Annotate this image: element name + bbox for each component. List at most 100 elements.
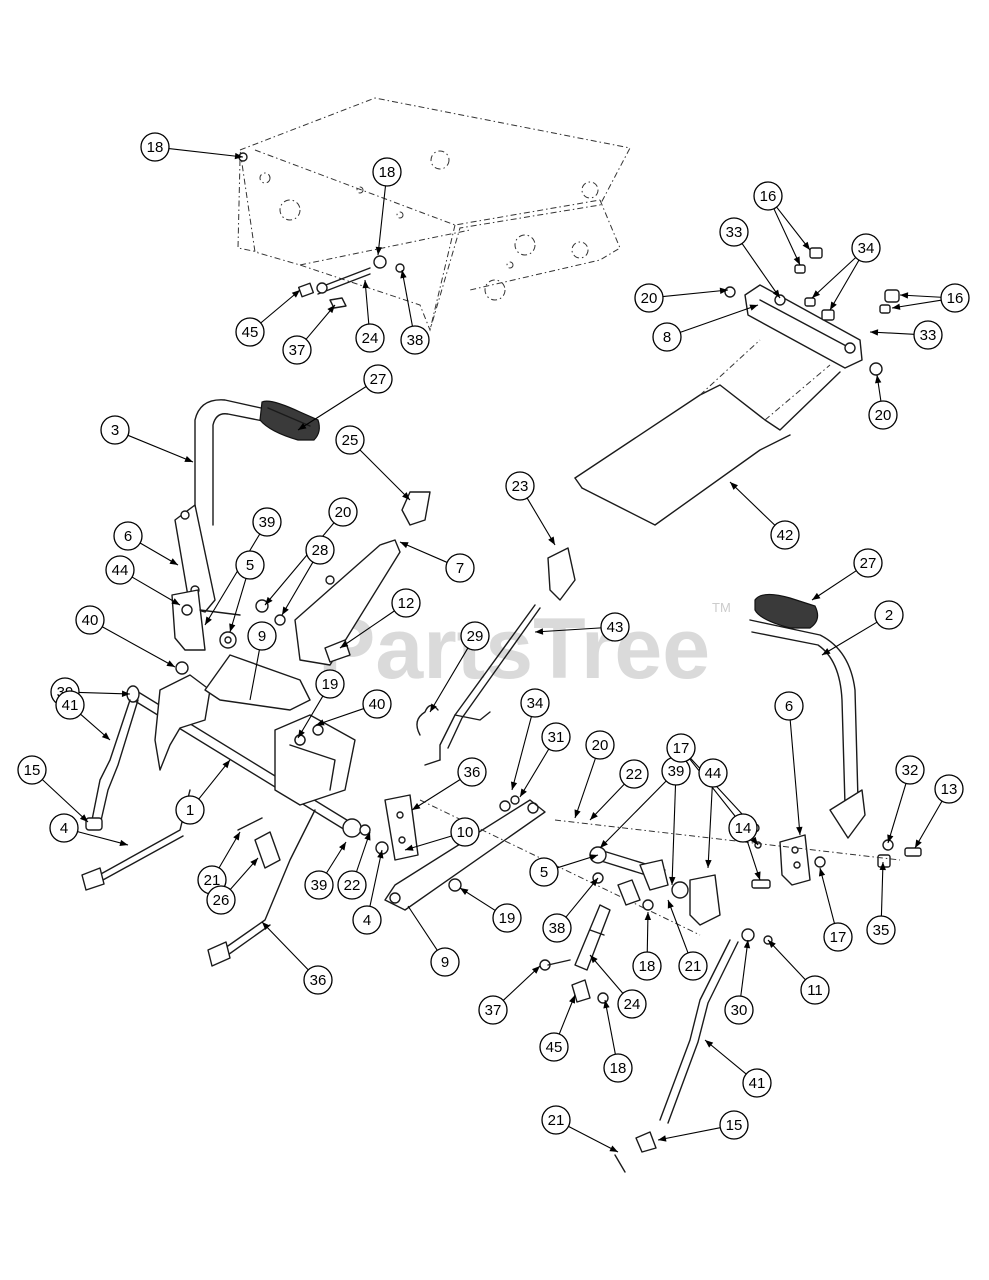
leader-line [261,921,309,971]
callout-24: 24 [617,989,647,1019]
leader-line [411,779,461,811]
callout-38: 38 [400,325,430,355]
callout-36: 36 [303,965,333,995]
callout-number: 21 [204,872,221,889]
lower-right-assembly [539,846,773,1173]
leader-line [604,999,616,1055]
callout-number: 19 [499,910,516,927]
leader-line [377,185,387,256]
leader-arrowhead [830,301,837,310]
callout-circle [400,325,430,355]
callout-number: 22 [344,877,361,894]
callout-31: 31 [541,722,571,752]
callout-number: 24 [362,330,379,347]
callout-circle [853,548,883,578]
leader-arrowhead [405,844,414,851]
callout-number: 33 [726,224,743,241]
callout-number: 20 [335,504,352,521]
callout-circle [719,217,749,247]
leader-arrowhead [233,832,240,841]
callout-circle [49,813,79,843]
leader-arrowhead [667,900,674,909]
callout-circle [282,335,312,365]
leader-line [168,148,244,158]
callout-number: 4 [363,912,371,929]
leader-arrowhead [265,596,273,605]
callout-number: 41 [62,697,79,714]
leader-arrowhead [535,628,544,635]
callout-circle [851,233,881,263]
callout-number: 27 [370,371,387,388]
callout-circle [541,1105,571,1135]
leader-line [657,1127,721,1141]
leader-line [568,1125,619,1153]
callout-number: 18 [379,164,396,181]
leader-line [776,206,811,251]
callout-34: 34 [851,233,881,263]
callout-circle [585,730,615,760]
callout-number: 18 [639,958,656,975]
callout-number: 6 [785,698,793,715]
leader-line [811,570,857,601]
leader-line [704,1039,747,1075]
leader-arrowhead [609,1145,618,1152]
leader-line [589,783,625,821]
leader-arrowhead [298,423,307,430]
callout-number: 40 [369,696,386,713]
callout-number: 39 [668,763,685,780]
callout-7: 7 [445,553,475,583]
leader-arrowhead [754,871,761,880]
callout-number: 17 [830,929,847,946]
leader-line [880,861,884,917]
leader-arrowhead [364,832,371,841]
callout-circle [895,755,925,785]
leader-arrowhead [887,834,894,843]
callout-number: 1 [186,802,194,819]
leader-line [297,386,367,431]
leader-arrowhead [772,289,780,298]
callout-circle [247,621,277,651]
callout-circle [874,600,904,630]
callout-circle [352,905,382,935]
callout-24: 24 [355,323,385,353]
callout-number: 29 [467,628,484,645]
leader-arrowhead [812,592,821,600]
leader-arrowhead [412,803,421,810]
callout-circle [742,1068,772,1098]
callout-number: 16 [947,290,964,307]
callout-35: 35 [866,915,896,945]
leader-arrowhead [793,256,800,265]
callout-1: 1 [175,795,205,825]
leader-line [707,786,713,869]
callout-20: 20 [868,400,898,430]
callout-19: 19 [315,669,345,699]
callout-number: 18 [610,1060,627,1077]
callout-number: 26 [213,892,230,909]
callout-circle [724,995,754,1025]
callout-26: 26 [206,885,236,915]
leader-line [131,576,181,606]
leader-line [511,716,532,791]
callout-circle [698,758,728,788]
callout-number: 9 [441,954,449,971]
callout-number: 20 [875,407,892,424]
callout-44: 44 [698,758,728,788]
callout-circle [105,555,135,585]
callout-number: 44 [705,765,722,782]
callout-number: 22 [626,766,643,783]
leader-arrowhead [291,290,300,298]
leader-arrowhead [402,492,410,500]
callout-number: 37 [485,1002,502,1019]
leader-arrowhead [316,719,325,726]
callout-circle [492,903,522,933]
callout-circle [206,885,236,915]
leader-line [198,759,231,800]
callout-circle [603,1053,633,1083]
leader-line [404,835,452,851]
watermark-tm: TM [712,600,731,615]
callout-circle [100,415,130,445]
callout-circle [940,283,970,313]
callout-circle [430,947,460,977]
leader-line [519,748,550,798]
callout-circle [542,913,572,943]
